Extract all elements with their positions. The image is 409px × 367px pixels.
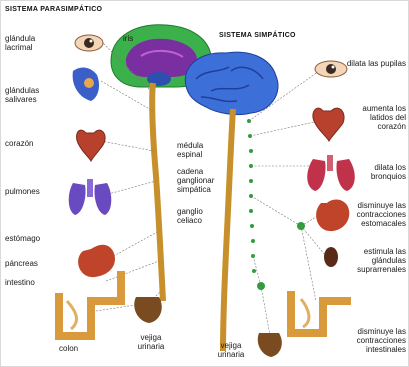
label-dilates-bronchi: dilata los bronquios [356,163,406,181]
left-heart-illustration [77,130,106,161]
label-reduces-stomach: disminuye las contracciones estomacales [351,201,406,228]
label-pancreas: páncreas [5,259,38,268]
label-stomach: estómago [5,234,40,243]
right-kidney-illustration [324,247,338,267]
right-bladder-illustration [258,333,282,357]
left-salivary-illustration [73,68,99,101]
right-brain-illustration [185,52,278,351]
label-bladder-left: vejiga urinaria [131,333,171,351]
right-lungs-illustration [307,155,355,191]
label-stimulates-adrenals: estimula las glándulas suprarrenales [346,247,406,274]
label-intestine: intestino [5,278,35,287]
left-lungs-illustration [69,179,112,215]
label-heart: corazón [5,139,33,148]
left-eye-illustration [75,35,103,51]
right-heart-illustration [313,108,344,141]
label-increases-heartbeat: aumenta los latidos del corazón [346,104,406,131]
right-system-title: SISTEMA SIMPÁTICO [219,32,296,39]
left-bladder-illustration [134,297,162,323]
right-eye-illustration [315,61,347,77]
label-salivary-glands: glándulas salivares [5,86,57,104]
right-stomach-illustration [316,200,349,232]
label-reduces-intestine: disminuye las contracciones intestinales [336,327,406,354]
label-dilates-pupils: dilata las pupilas [346,59,406,68]
left-intestine-illustration [59,271,121,336]
left-system-title: SISTEMA PARASIMPÁTICO [5,6,102,13]
label-celiac-ganglion: ganglio celiaco [177,207,217,225]
label-ganglion-chain: cadena ganglionar simpática [177,167,223,194]
label-colon: colon [59,344,78,353]
left-stomach-illustration [78,245,115,277]
label-lungs: pulmones [5,187,40,196]
label-lacrimal-gland: glándula lacrimal [5,34,53,52]
label-bladder-center: vejiga urinaria [211,341,251,359]
label-iris: iris [123,34,133,43]
ganglion-chain [247,119,305,290]
label-spinal-cord: médula espinal [177,141,217,159]
